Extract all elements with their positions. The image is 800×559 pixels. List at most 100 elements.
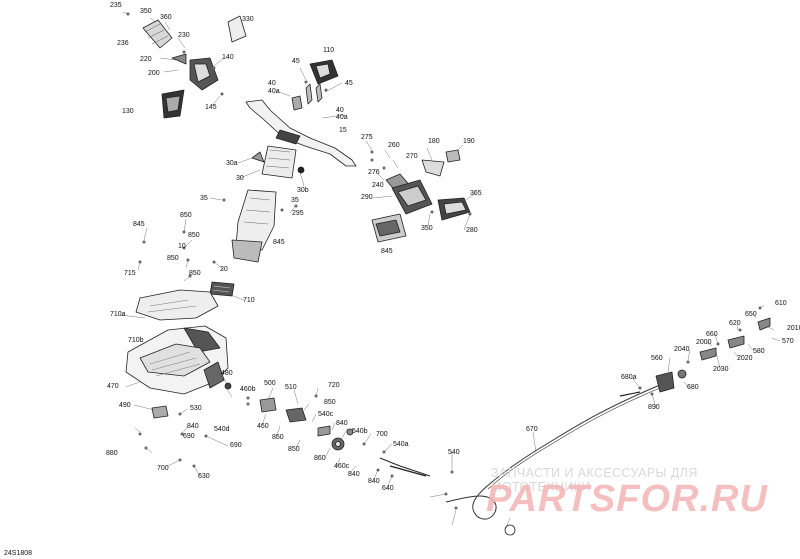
callout-label: 30 (236, 175, 244, 182)
grip-360 (142, 19, 173, 49)
callout-label: 845 (133, 221, 145, 228)
callout-label: 480 (221, 370, 233, 377)
callout-label: 660 (706, 331, 718, 338)
callout-label: 220 (140, 56, 152, 63)
callout-label: 236 (117, 40, 129, 47)
callout-label: 365 (470, 190, 482, 197)
callout-label: 840 (336, 420, 348, 427)
column-bushing (297, 166, 305, 174)
callout-label: 500 (264, 380, 276, 387)
callout-label: 690 (183, 433, 195, 440)
bracket-20 (209, 281, 235, 297)
callout-label: 680 (687, 384, 699, 391)
handlebar (245, 99, 357, 167)
callout-label: 510 (285, 384, 297, 391)
callout-label: 10 (178, 243, 186, 250)
callout-label: 840 (348, 471, 360, 478)
callout-label: 540 (448, 449, 460, 456)
callout-label: 180 (428, 138, 440, 145)
callout-label: 45 (292, 58, 300, 65)
callout-label: 490 (119, 402, 131, 409)
callout-label: 40a (268, 88, 280, 95)
callout-label: 2000 (696, 339, 712, 346)
callout-label: 880 (106, 450, 118, 457)
frame-part-715 (135, 289, 219, 321)
fasteners (126, 12, 762, 510)
callout-label: 460b (240, 386, 256, 393)
callout-label: 860 (314, 455, 326, 462)
callout-label: 850 (167, 255, 179, 262)
bracket-330 (227, 15, 247, 43)
part-720 (151, 405, 169, 419)
callout-label: 630 (198, 473, 210, 480)
callout-label: 690 (230, 442, 242, 449)
part-470 (259, 397, 277, 413)
callout-label: 35 (200, 195, 208, 202)
watermark-logo: PARTSFOR.RU (486, 478, 768, 520)
callout-label: 330 (242, 16, 254, 23)
callout-label: 845 (381, 248, 393, 255)
callout-label: 700 (376, 431, 388, 438)
callout-label: 15 (339, 127, 347, 134)
callout-label: 240 (372, 182, 384, 189)
callout-label: 850 (189, 270, 201, 277)
callout-label: 720 (328, 382, 340, 389)
callout-label: 276 (368, 169, 380, 176)
lever-220 (171, 53, 187, 65)
callout-label: 540d (214, 426, 230, 433)
callout-label: 235 (110, 2, 122, 9)
callout-label: 2040 (674, 346, 690, 353)
riser-block (235, 189, 277, 251)
callout-label: 350 (140, 8, 152, 15)
callout-label: 280 (466, 227, 478, 234)
callout-label: 40a (336, 114, 348, 121)
callout-label: 710b (128, 337, 144, 344)
callout-label: 295 (292, 210, 304, 217)
callout-label: 540b (352, 428, 368, 435)
callout-label: 890 (648, 404, 660, 411)
callout-label: 850 (272, 434, 284, 441)
callout-label: 110 (323, 47, 335, 54)
callout-label: 670 (526, 426, 538, 433)
cap-190 (445, 149, 461, 163)
callout-label: 130 (122, 108, 134, 115)
diagram-code: 24S1808 (4, 550, 33, 557)
watermark-text: ЗАПЧАСТИ И АКСЕССУАРЫ ДЛЯ МОТОТЕХНИКИ (491, 466, 698, 494)
callout-label: 540c (318, 411, 334, 418)
callout-label: 2020 (737, 355, 753, 362)
cable-end-ring (504, 524, 516, 536)
callout-label: 45 (345, 80, 353, 87)
steering-column (261, 145, 297, 179)
callout-label: 40 (268, 80, 276, 87)
callout-label: 360 (160, 14, 172, 21)
callout-label: 680a (621, 374, 637, 381)
callout-label: 845 (273, 239, 285, 246)
callout-label: 530 (190, 405, 202, 412)
callout-label: 715 (124, 270, 136, 277)
lever-180 (421, 159, 445, 177)
callout-label: 140 (222, 54, 234, 61)
callout-label: 270 (406, 153, 418, 160)
callout-label: 540a (393, 441, 409, 448)
callout-label: 840 (368, 478, 380, 485)
callout-label: 2030 (713, 366, 729, 373)
callout-label: 470 (107, 383, 119, 390)
callout-label: 20 (220, 266, 228, 273)
callout-label: 570 (782, 338, 794, 345)
callout-label: 35 (291, 197, 299, 204)
callout-label: 190 (463, 138, 475, 145)
throttle-housing-2000 (655, 371, 675, 393)
throttle-cable-sheath (487, 387, 661, 490)
callout-label: 850 (180, 212, 192, 219)
cable-adjuster (379, 457, 431, 477)
callout-label: 145 (205, 104, 217, 111)
callout-label: 700 (157, 465, 169, 472)
callout-label: 560 (651, 355, 663, 362)
callout-label: 460 (257, 423, 269, 430)
callout-label: 710 (243, 297, 255, 304)
riser-clamp (231, 239, 263, 263)
column-spring (251, 151, 265, 163)
callout-label: 200 (148, 70, 160, 77)
